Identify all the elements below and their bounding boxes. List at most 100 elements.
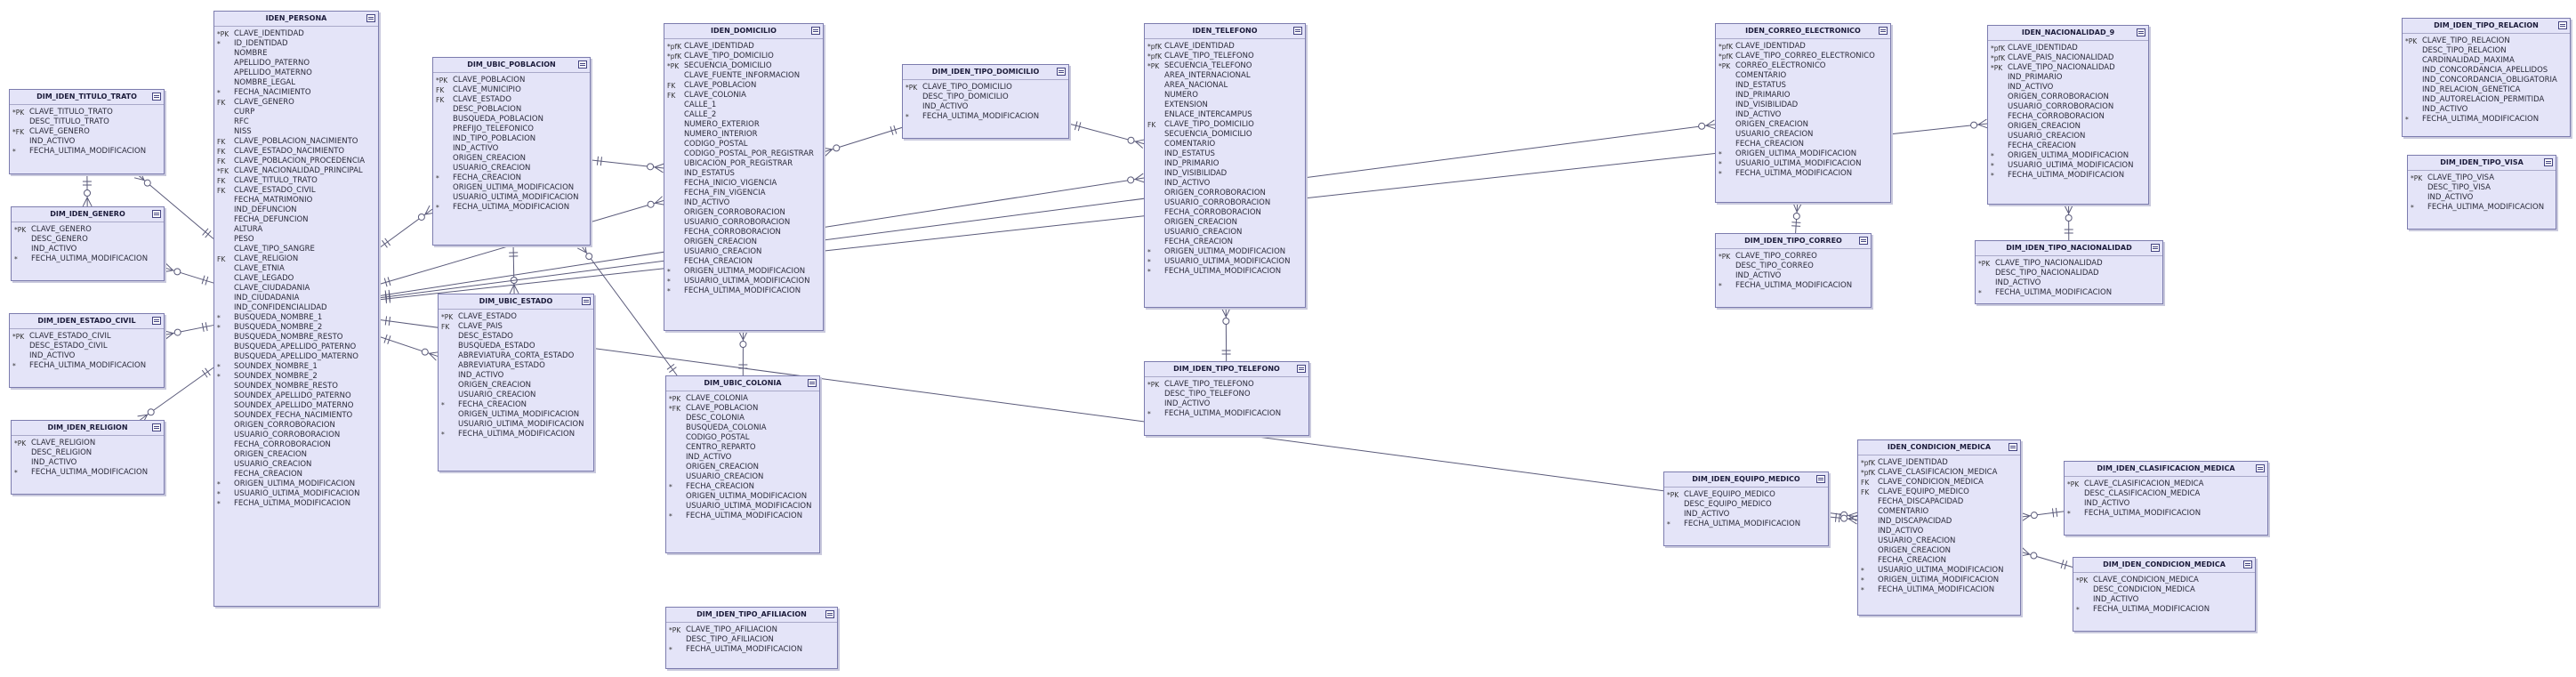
entity-header[interactable]: DIM_IDEN_CONDICION_MEDICA <box>2073 558 2255 573</box>
column-name: USUARIO_CREACION <box>2008 132 2086 141</box>
table-details-icon[interactable] <box>2243 560 2252 568</box>
table-details-icon[interactable] <box>2008 443 2017 451</box>
column-key-flag <box>1719 101 1735 110</box>
column-name: DESC_COLONIA <box>686 414 745 423</box>
column-row: IND_ACTIVO <box>1147 399 1305 409</box>
column-key-flag: * <box>2411 204 2414 212</box>
table-details-icon[interactable] <box>2544 158 2553 166</box>
entity-header[interactable]: DIM_IDEN_RELIGION <box>12 421 164 436</box>
entity-header[interactable]: DIM_IDEN_TITULO_TRATO <box>10 90 164 105</box>
table-details-icon[interactable] <box>1859 237 1868 245</box>
column-key-flag <box>2405 56 2422 66</box>
column-name: CLAVE_IDENTIDAD <box>1878 458 1948 467</box>
entity-header[interactable]: DIM_IDEN_TIPO_AFILIACION <box>666 608 837 623</box>
entity-header[interactable]: DIM_IDEN_TIPO_NACIONALIDAD <box>1976 241 2162 256</box>
entity-header[interactable]: DIM_UBIC_COLONIA <box>666 376 819 391</box>
table-details-icon[interactable] <box>152 317 161 325</box>
entity-header[interactable]: DIM_UBIC_POBLACION <box>433 58 590 73</box>
table-details-icon[interactable] <box>152 423 161 431</box>
column-name: CLAVE_TIPO_DOMICILIO <box>1164 120 1254 129</box>
column-name: FECHA_ULTIMA_MODIFICACION <box>1735 281 1853 290</box>
column-key-flag <box>1147 390 1164 399</box>
entity-header[interactable]: IDEN_TELEFONO <box>1145 24 1305 39</box>
column-key-flag <box>2405 105 2422 115</box>
table-details-icon[interactable] <box>2137 28 2145 36</box>
table-details-icon[interactable] <box>1057 68 1066 76</box>
column-key-flag <box>1861 536 1878 546</box>
column-name: DESC_TIPO_DOMICILIO <box>922 93 1009 101</box>
entity-header[interactable]: DIM_IDEN_GENERO <box>12 207 164 222</box>
column-name: BUSQUEDA_NOMBRE_2 <box>234 323 323 332</box>
column-name: USUARIO_ULTIMA_MODIFICACION <box>2008 161 2134 170</box>
entity-header[interactable]: IDEN_DOMICILIO <box>664 24 823 39</box>
column-row: SOUNDEX_FECHA_NACIMIENTO <box>217 411 374 421</box>
table-details-icon[interactable] <box>2256 464 2265 472</box>
entity-header[interactable]: DIM_UBIC_ESTADO <box>439 294 593 310</box>
column-name: COMENTARIO <box>1878 507 1929 516</box>
table-details-icon[interactable] <box>811 27 820 35</box>
entity-header[interactable]: DIM_IDEN_TIPO_DOMICILIO <box>903 65 1068 80</box>
table-details-icon[interactable] <box>582 297 591 305</box>
entity-header[interactable]: DIM_IDEN_TIPO_CORREO <box>1716 234 1871 249</box>
column-row: ORIGEN_CREACION <box>1147 218 1301 228</box>
table-details-icon[interactable] <box>1879 27 1888 35</box>
column-name: ORIGEN_CREACION <box>2008 122 2081 131</box>
column-name: AREA_INTERNACIONAL <box>1164 71 1251 80</box>
entity-header[interactable]: DIM_IDEN_ESTADO_CIVIL <box>10 314 164 329</box>
table-details-icon[interactable] <box>2558 21 2567 29</box>
table-details-icon[interactable] <box>2151 244 2160 252</box>
entity-header[interactable]: DIM_IDEN_TIPO_TELEFONO <box>1145 362 1308 377</box>
column-row: USUARIO_CREACION <box>669 472 816 482</box>
entity-header[interactable]: DIM_IDEN_TIPO_RELACION <box>2403 19 2570 34</box>
entity-header[interactable]: DIM_IDEN_TIPO_VISA <box>2408 156 2556 171</box>
table-details-icon[interactable] <box>366 14 375 22</box>
table-details-icon[interactable] <box>1816 475 1825 483</box>
table-details-icon[interactable] <box>152 93 161 101</box>
entity-header[interactable]: IDEN_CONDICION_MEDICA <box>1858 440 2020 455</box>
table-details-icon[interactable] <box>152 210 161 218</box>
column-name: SECUENCIA_DOMICILIO <box>684 61 772 70</box>
table-details-icon[interactable] <box>825 610 834 618</box>
column-row: SOUNDEX_NOMBRE_RESTO <box>217 382 374 391</box>
table-details-icon[interactable] <box>1297 365 1306 373</box>
column-row: FECHA_INICIO_VIGENCIA <box>667 179 819 189</box>
table-details-icon[interactable] <box>808 379 817 387</box>
table-details-icon[interactable] <box>1293 27 1302 35</box>
entity-header[interactable]: IDEN_NACIONALIDAD_9 <box>1988 26 2148 41</box>
table-details-icon[interactable] <box>578 60 587 69</box>
entity-header[interactable]: IDEN_CORREO_ELECTRONICO <box>1716 24 1890 39</box>
column-name: USUARIO_ULTIMA_MODIFICACION <box>1164 257 1291 266</box>
entity-title: DIM_IDEN_CONDICION_MEDICA <box>2103 560 2226 568</box>
entity-header[interactable]: IDEN_PERSONA <box>214 12 378 27</box>
entity-header[interactable]: DIM_IDEN_EQUIPO_MEDICO <box>1664 472 1828 488</box>
column-name: CLAVE_COLONIA <box>684 91 747 100</box>
column-key-flag <box>906 102 922 112</box>
column-row: *FECHA_CREACION <box>441 400 590 410</box>
entity-header[interactable]: DIM_IDEN_CLASIFICACION_MEDICA <box>2065 462 2267 477</box>
